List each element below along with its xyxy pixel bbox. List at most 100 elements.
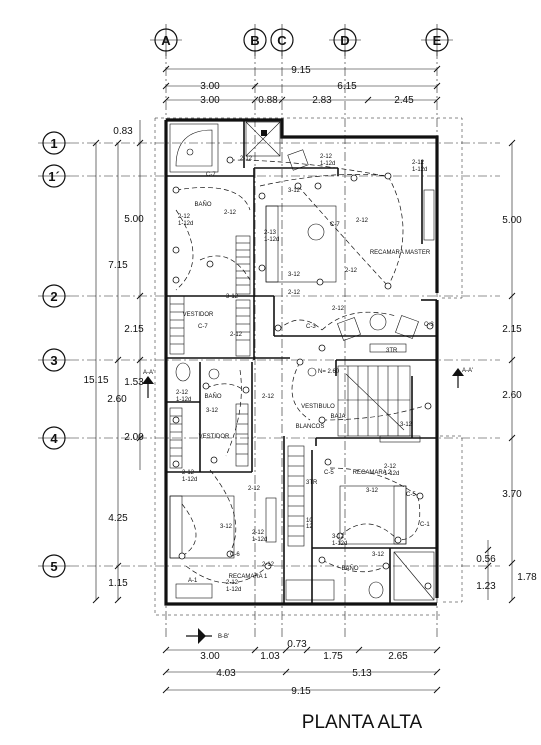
desk bbox=[379, 435, 421, 443]
svg-text:C-3: C-3 bbox=[306, 324, 316, 330]
bottom-dimensions: 3.00 1.03 0.73 1.75 2.65 4.03 5.13 9.15 bbox=[162, 639, 441, 697]
dim-bottom-total: 9.15 bbox=[291, 686, 311, 697]
axis-bubble-c: C bbox=[270, 24, 294, 56]
svg-text:2-12: 2-12 bbox=[230, 332, 243, 338]
roof-projection bbox=[154, 117, 463, 616]
svg-text:2-12: 2-12 bbox=[182, 470, 195, 476]
toilet-icon bbox=[175, 362, 191, 382]
svg-text:3TR: 3TR bbox=[306, 480, 318, 486]
drawing-title: PLANTA ALTA bbox=[302, 712, 423, 733]
svg-text:2-12: 2-12 bbox=[252, 530, 265, 536]
dim-top-2d: 2.45 bbox=[394, 95, 414, 106]
armchair-icon bbox=[395, 315, 419, 339]
svg-text:1-12d: 1-12d bbox=[178, 221, 193, 227]
top-dimensions: 9.15 3.00 6.15 3.00 0.88 2.83 2.45 0.83 bbox=[113, 65, 441, 137]
dim-left-inner-4: 2.60 bbox=[107, 394, 127, 405]
svg-text:3-12: 3-12 bbox=[288, 188, 301, 194]
axis-bubble-3: 3 bbox=[38, 348, 70, 372]
svg-text:1-12d: 1-12d bbox=[252, 537, 267, 543]
dim-left-inner-1: 5.00 bbox=[124, 214, 144, 225]
svg-text:1-12d: 1-12d bbox=[176, 397, 191, 403]
svg-text:3-12: 3-12 bbox=[366, 488, 379, 494]
armchair-icon bbox=[287, 149, 309, 171]
desk-2 bbox=[175, 583, 213, 599]
svg-text:2-12: 2-12 bbox=[240, 156, 253, 162]
sink-icon bbox=[208, 368, 220, 380]
section-marker-bottom: B-B' bbox=[186, 628, 229, 644]
section-markers: A-A' A-A' B-B' N= 2.60 bbox=[142, 367, 473, 644]
fixtures bbox=[169, 121, 435, 601]
svg-text:2-12: 2-12 bbox=[178, 214, 191, 220]
svg-text:4: 4 bbox=[50, 431, 58, 446]
svg-text:A-A': A-A' bbox=[462, 368, 473, 374]
svg-text:2-12: 2-12 bbox=[176, 390, 189, 396]
staircase bbox=[337, 365, 411, 437]
axis-bubble-e: E bbox=[421, 24, 453, 56]
dim-left-inner-2: 2.15 bbox=[124, 324, 144, 335]
svg-text:2: 2 bbox=[50, 289, 57, 304]
svg-text:C: C bbox=[277, 33, 287, 48]
svg-text:C-7: C-7 bbox=[198, 324, 208, 330]
room-label: BAÑO bbox=[194, 201, 211, 208]
circuit-labels: 2-12 2-12 1-12d C-7 3-12 2-12 1-12d 2-12… bbox=[176, 154, 434, 593]
svg-text:3-12: 3-12 bbox=[226, 294, 239, 300]
closet-racks bbox=[169, 235, 305, 547]
svg-text:1-12d: 1-12d bbox=[264, 237, 279, 243]
section-marker-left: A-A' bbox=[142, 370, 154, 398]
dim-right-1: 5.00 bbox=[502, 215, 522, 226]
tv-stand bbox=[369, 343, 407, 353]
wiring-arcs bbox=[175, 159, 425, 584]
svg-text:2-13: 2-13 bbox=[264, 230, 277, 236]
room-label: BLANCOS bbox=[296, 424, 325, 430]
svg-text:1-12d: 1-12d bbox=[412, 167, 427, 173]
dim-left-inner-3: 1.53 bbox=[124, 377, 144, 388]
svg-text:C-5: C-5 bbox=[324, 470, 334, 476]
svg-text:3TR: 3TR bbox=[386, 348, 398, 354]
svg-text:E: E bbox=[433, 33, 442, 48]
dim-bottom-1b: 1.03 bbox=[260, 651, 280, 662]
svg-text:2-12: 2-12 bbox=[356, 218, 369, 224]
axis-bubble-2: 2 bbox=[38, 284, 70, 308]
svg-text:A-1: A-1 bbox=[188, 578, 198, 584]
dim-right-3: 2.60 bbox=[502, 390, 522, 401]
shower-2-icon bbox=[393, 551, 435, 601]
dim-top-2b: 0.88 bbox=[258, 95, 278, 106]
svg-text:C-3: C-3 bbox=[424, 322, 434, 328]
bedroom1-bed bbox=[169, 495, 235, 559]
svg-text:2-12: 2-12 bbox=[224, 210, 237, 216]
dim-bottom-1c: 0.73 bbox=[287, 639, 307, 650]
axis-bubble-d: D bbox=[329, 24, 361, 56]
svg-text:A-A': A-A' bbox=[143, 370, 154, 376]
axis-bubble-1: 1 bbox=[38, 131, 70, 155]
row-axes: 1 1´ 2 3 4 5 bbox=[38, 131, 500, 578]
dim-bottom-2b: 5.13 bbox=[352, 668, 372, 679]
svg-text:C-6: C-6 bbox=[230, 552, 240, 558]
toilet-icon bbox=[368, 581, 384, 599]
dim-right-4: 3.70 bbox=[502, 489, 522, 500]
dim-left-outer-1: 7.15 bbox=[108, 260, 128, 271]
room-label: VESTIDOR bbox=[183, 312, 214, 318]
dim-top-offset: 0.83 bbox=[113, 126, 133, 137]
room-labels: BAÑO RECAMARA MASTER VESTIDOR BAÑO VESTI… bbox=[183, 201, 431, 580]
svg-text:2-12: 2-12 bbox=[320, 154, 333, 160]
dim-left-inner-5: 2.00 bbox=[124, 432, 144, 443]
axis-bubble-b: B bbox=[243, 24, 267, 56]
dim-top-1a: 3.00 bbox=[200, 81, 220, 92]
bedroom2-bed bbox=[339, 485, 407, 545]
svg-text:D: D bbox=[340, 33, 349, 48]
svg-text:B-B': B-B' bbox=[218, 634, 229, 640]
svg-text:2-12: 2-12 bbox=[262, 394, 275, 400]
room-label: RECAMARA MASTER bbox=[370, 250, 431, 256]
svg-text:1: 1 bbox=[50, 136, 57, 151]
level-mark: N= 2.60 bbox=[307, 367, 340, 377]
electrical-markers bbox=[172, 156, 434, 590]
room-label: BAJA bbox=[330, 414, 345, 420]
master-bed bbox=[265, 205, 337, 283]
shower-icon bbox=[245, 121, 281, 157]
dim-right-2: 2.15 bbox=[502, 324, 522, 335]
left-dimensions: 15.15 7.15 4.25 1.15 5.00 2.15 1.53 2.60… bbox=[83, 120, 144, 604]
dim-top-1b: 6.15 bbox=[337, 81, 357, 92]
svg-text:12: 12 bbox=[306, 524, 313, 530]
dim-bottom-1a: 3.00 bbox=[200, 651, 220, 662]
